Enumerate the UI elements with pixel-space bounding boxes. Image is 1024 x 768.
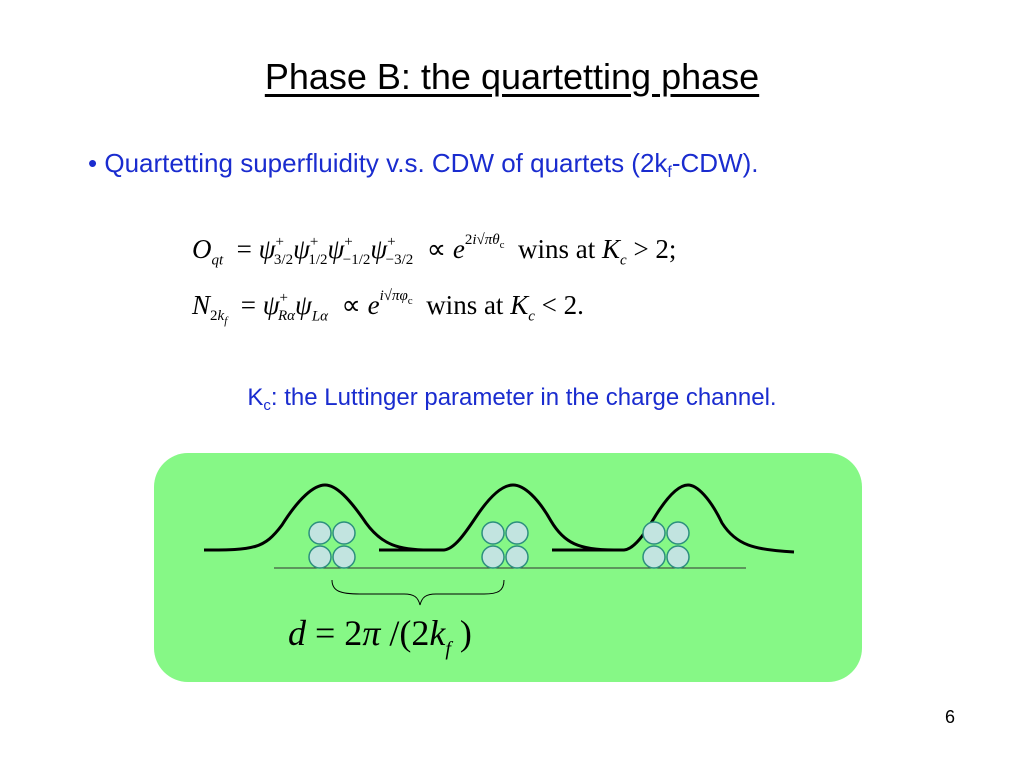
bullet-text-after: -CDW).: [671, 148, 759, 178]
page-number: 6: [945, 707, 956, 727]
spacing-formula: d = 2π /(2kf ): [288, 613, 472, 660]
eq1-lhs-subscript: qt: [211, 252, 224, 269]
equation-cdw-operator: N2kf = ψ+RαψLα ∝ ei√πφc wins at Kc < 2.: [192, 288, 584, 328]
quartet-2-particle-1: [481, 521, 505, 545]
quartet-1-particle-3: [308, 545, 332, 569]
eq2-lhs: N: [192, 290, 211, 320]
quartet-2-particle-2: [505, 521, 529, 545]
slide-title: Phase B: the quartetting phase: [264, 56, 760, 97]
kc-symbol: K: [247, 384, 264, 411]
eq1-wins-text: wins at: [518, 234, 596, 264]
luttinger-note: Kc: the Luttinger parameter in the charg…: [0, 384, 1024, 414]
quartet-2-particle-3: [481, 545, 505, 569]
bullet-text-before: Quartetting superfluidity v.s. CDW of qu…: [104, 148, 668, 178]
quartet-1-particle-1: [308, 521, 332, 545]
density-peak-2: [379, 483, 615, 552]
eq1-lhs: O: [192, 234, 212, 264]
equation-quartet-operator: Oqt = ψ+3/2ψ+1/2ψ+−1/2ψ+−3/2 ∝ e2i√πθc w…: [192, 232, 677, 269]
quartet-1-particle-4: [332, 545, 356, 569]
density-wave-figure: [203, 483, 795, 606]
spacing-brace: [331, 579, 505, 606]
density-peak-1: [203, 483, 430, 552]
bullet-marker: •: [88, 148, 98, 178]
bullet-subscript: f: [667, 164, 672, 181]
quartet-3-particle-4: [666, 545, 690, 569]
kc-description: : the Luttinger parameter in the charge …: [270, 384, 777, 411]
quartet-density-diagram: [154, 453, 862, 682]
quartet-3-particle-2: [666, 521, 690, 545]
quartet-group: [308, 521, 690, 569]
quartet-1-particle-2: [332, 521, 356, 545]
quartet-2-particle-4: [505, 545, 529, 569]
eq2-condition: < 2.: [541, 290, 584, 320]
eq2-wins-text: wins at: [426, 290, 504, 320]
quartet-3-particle-3: [642, 545, 666, 569]
kc-subscript: c: [263, 397, 271, 414]
eq1-condition: > 2;: [633, 234, 677, 264]
bullet-point: • Quartetting superfluidity v.s. CDW of …: [88, 148, 759, 182]
quartet-3-particle-1: [642, 521, 666, 545]
